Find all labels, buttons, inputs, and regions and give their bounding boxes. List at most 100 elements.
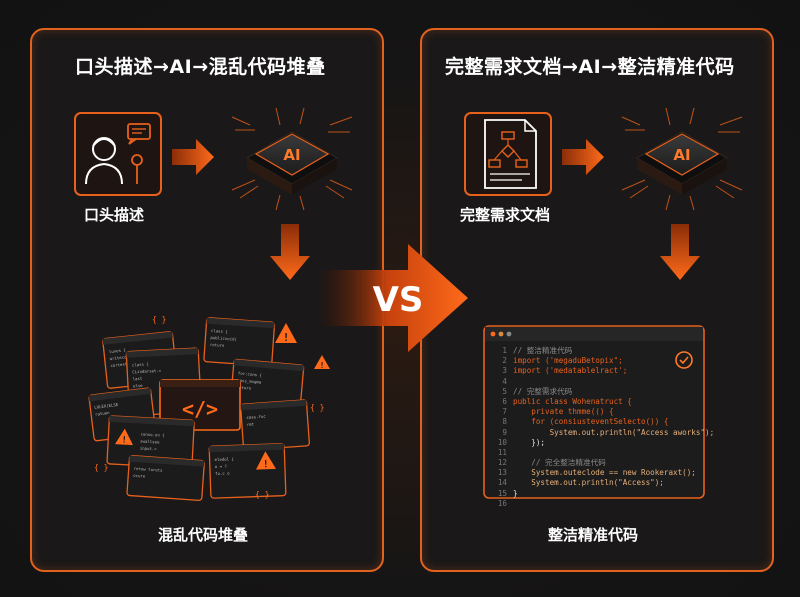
svg-text:swallsee: swallsee xyxy=(140,438,160,444)
line-number: 4 xyxy=(502,376,507,386)
line-text: // 整洁精准代码 xyxy=(513,346,573,355)
svg-text:writeconsole(: writeconsole( xyxy=(109,353,141,361)
left-output-arrow xyxy=(270,224,310,280)
code-line: 16 xyxy=(487,499,703,509)
line-number: 3 xyxy=(502,366,507,376)
svg-text:publicvoid(: publicvoid( xyxy=(210,335,237,342)
svg-text:return: return xyxy=(210,342,225,348)
right-input-arrow xyxy=(562,139,604,175)
person-speaking-icon xyxy=(74,112,162,196)
code-line: 9 System.out.println("Access aworks"); xyxy=(487,427,714,438)
line-number: 10 xyxy=(497,437,507,447)
warning-icon xyxy=(314,355,330,369)
svg-text:cortest: cortest xyxy=(110,361,128,368)
code-line: 14 System.out.println("Access"); xyxy=(487,478,703,488)
svg-text:LULEX(ELSE: LULEX(ELSE xyxy=(94,402,119,410)
line-text: private thmme(() { xyxy=(513,407,614,417)
code-line: 10 }); xyxy=(487,438,703,448)
svg-text:conso.on {: conso.on { xyxy=(140,431,164,437)
line-text: import ('megaduBetopix"; xyxy=(513,356,623,366)
line-number: 9 xyxy=(502,427,507,437)
svg-text:fo.c o: fo.c o xyxy=(215,471,230,477)
line-text: System.out.println("Access"); xyxy=(513,478,664,488)
svg-text:!: ! xyxy=(320,361,325,370)
svg-text:</>: </> xyxy=(182,397,218,421)
vs-arrow: VS xyxy=(322,244,468,352)
left-output-label: 混乱代码堆叠 xyxy=(158,526,249,544)
line-text: } xyxy=(513,488,518,498)
right-output-label: 整洁精准代码 xyxy=(548,526,639,544)
document-flowchart-icon xyxy=(464,112,552,196)
svg-text:else: else xyxy=(133,383,143,389)
svg-text:CLindarset.=: CLindarset.= xyxy=(132,368,162,375)
line-number: 16 xyxy=(497,498,507,508)
line-number: 13 xyxy=(497,468,507,478)
line-number: 6 xyxy=(502,396,507,406)
svg-text:!: ! xyxy=(121,436,127,446)
line-number: 2 xyxy=(502,356,507,366)
line-number: 12 xyxy=(497,458,507,468)
code-line: 15} xyxy=(487,489,703,499)
line-number: 15 xyxy=(497,488,507,498)
right-output-arrow xyxy=(660,224,700,280)
svg-text:ratuen: ratuen xyxy=(95,410,111,417)
line-number: 7 xyxy=(502,407,507,417)
svg-text:{ }: { } xyxy=(94,463,108,472)
code-line: 8 for (consiusteventSelecto()) { xyxy=(487,417,703,427)
code-line: 4 xyxy=(487,377,703,387)
vs-label: VS xyxy=(373,280,424,320)
line-text: // 完全整洁精准代码 xyxy=(513,458,606,468)
code-line: 13 System.outeclode == new Rookeraxt(); xyxy=(487,468,703,478)
svg-text:ret: ret xyxy=(247,421,255,427)
line-text: }); xyxy=(513,437,546,447)
line-text: System.out.println("Access aworks"); xyxy=(513,427,715,437)
svg-text:class {: class { xyxy=(211,328,228,334)
line-text: for (consiusteventSelecto()) { xyxy=(513,417,669,427)
svg-text:!: ! xyxy=(263,459,269,470)
svg-text:o = ?: o = ? xyxy=(215,464,228,469)
svg-text:{ }: { } xyxy=(310,403,324,412)
code-editor-icon xyxy=(483,325,705,499)
line-text: public class Wohenatruct { xyxy=(513,396,632,406)
svg-text:retow torets: retow torets xyxy=(134,466,164,473)
svg-text:class {: class { xyxy=(132,362,149,368)
svg-text:!: ! xyxy=(283,331,290,344)
right-ai-chip-icon: AI xyxy=(621,107,743,211)
line-text: import ('medatablelract'; xyxy=(513,366,628,376)
line-number: 14 xyxy=(497,478,507,488)
svg-text:input.=: input.= xyxy=(140,445,158,451)
right-input-label: 完整需求文档 xyxy=(460,206,551,224)
line-text: // 完整需求代码 xyxy=(513,386,573,396)
line-number: 8 xyxy=(502,417,507,427)
code-line: 7 private thmme(() { xyxy=(487,407,703,417)
left-chip-text: AI xyxy=(283,146,300,164)
svg-text:for:cons {: for:cons { xyxy=(238,371,262,378)
svg-text:cass.fuc: cass.fuc xyxy=(246,414,266,420)
svg-text:{ }: { } xyxy=(255,490,269,499)
left-panel-title: 口头描述→AI→混乱代码堆叠 xyxy=(75,56,326,78)
code-line: 1// 整洁精准代码 xyxy=(487,346,703,356)
line-number: 5 xyxy=(502,386,507,396)
right-panel-title: 完整需求文档→AI→整洁精准代码 xyxy=(445,56,735,78)
code-line: 2 import ('megaduBetopix"; xyxy=(487,356,703,366)
code-line: 11 xyxy=(487,448,703,458)
check-icon xyxy=(675,351,693,369)
warning-icon xyxy=(275,323,297,343)
line-number: 11 xyxy=(497,447,507,457)
svg-text:eledol {: eledol { xyxy=(215,456,234,462)
svg-text:retorn: retorn xyxy=(236,385,251,391)
right-chip-text: AI xyxy=(673,146,690,164)
left-input-arrow xyxy=(172,139,214,175)
left-ai-chip-icon: AI xyxy=(231,107,353,211)
svg-text:{ }: { } xyxy=(152,315,166,324)
svg-text:luvos {: luvos { xyxy=(109,347,126,354)
svg-text:ocure: ocure xyxy=(133,473,146,479)
svg-text:cass_msgma: cass_msgma xyxy=(237,378,262,385)
code-line: 6 public class Wohenatruct { xyxy=(487,397,703,407)
line-text: System.outeclode == new Rookeraxt(); xyxy=(513,468,696,478)
svg-text:last: last xyxy=(133,376,143,382)
left-input-label: 口头描述 xyxy=(84,206,145,224)
code-line: 5 // 完整需求代码 xyxy=(487,387,703,397)
